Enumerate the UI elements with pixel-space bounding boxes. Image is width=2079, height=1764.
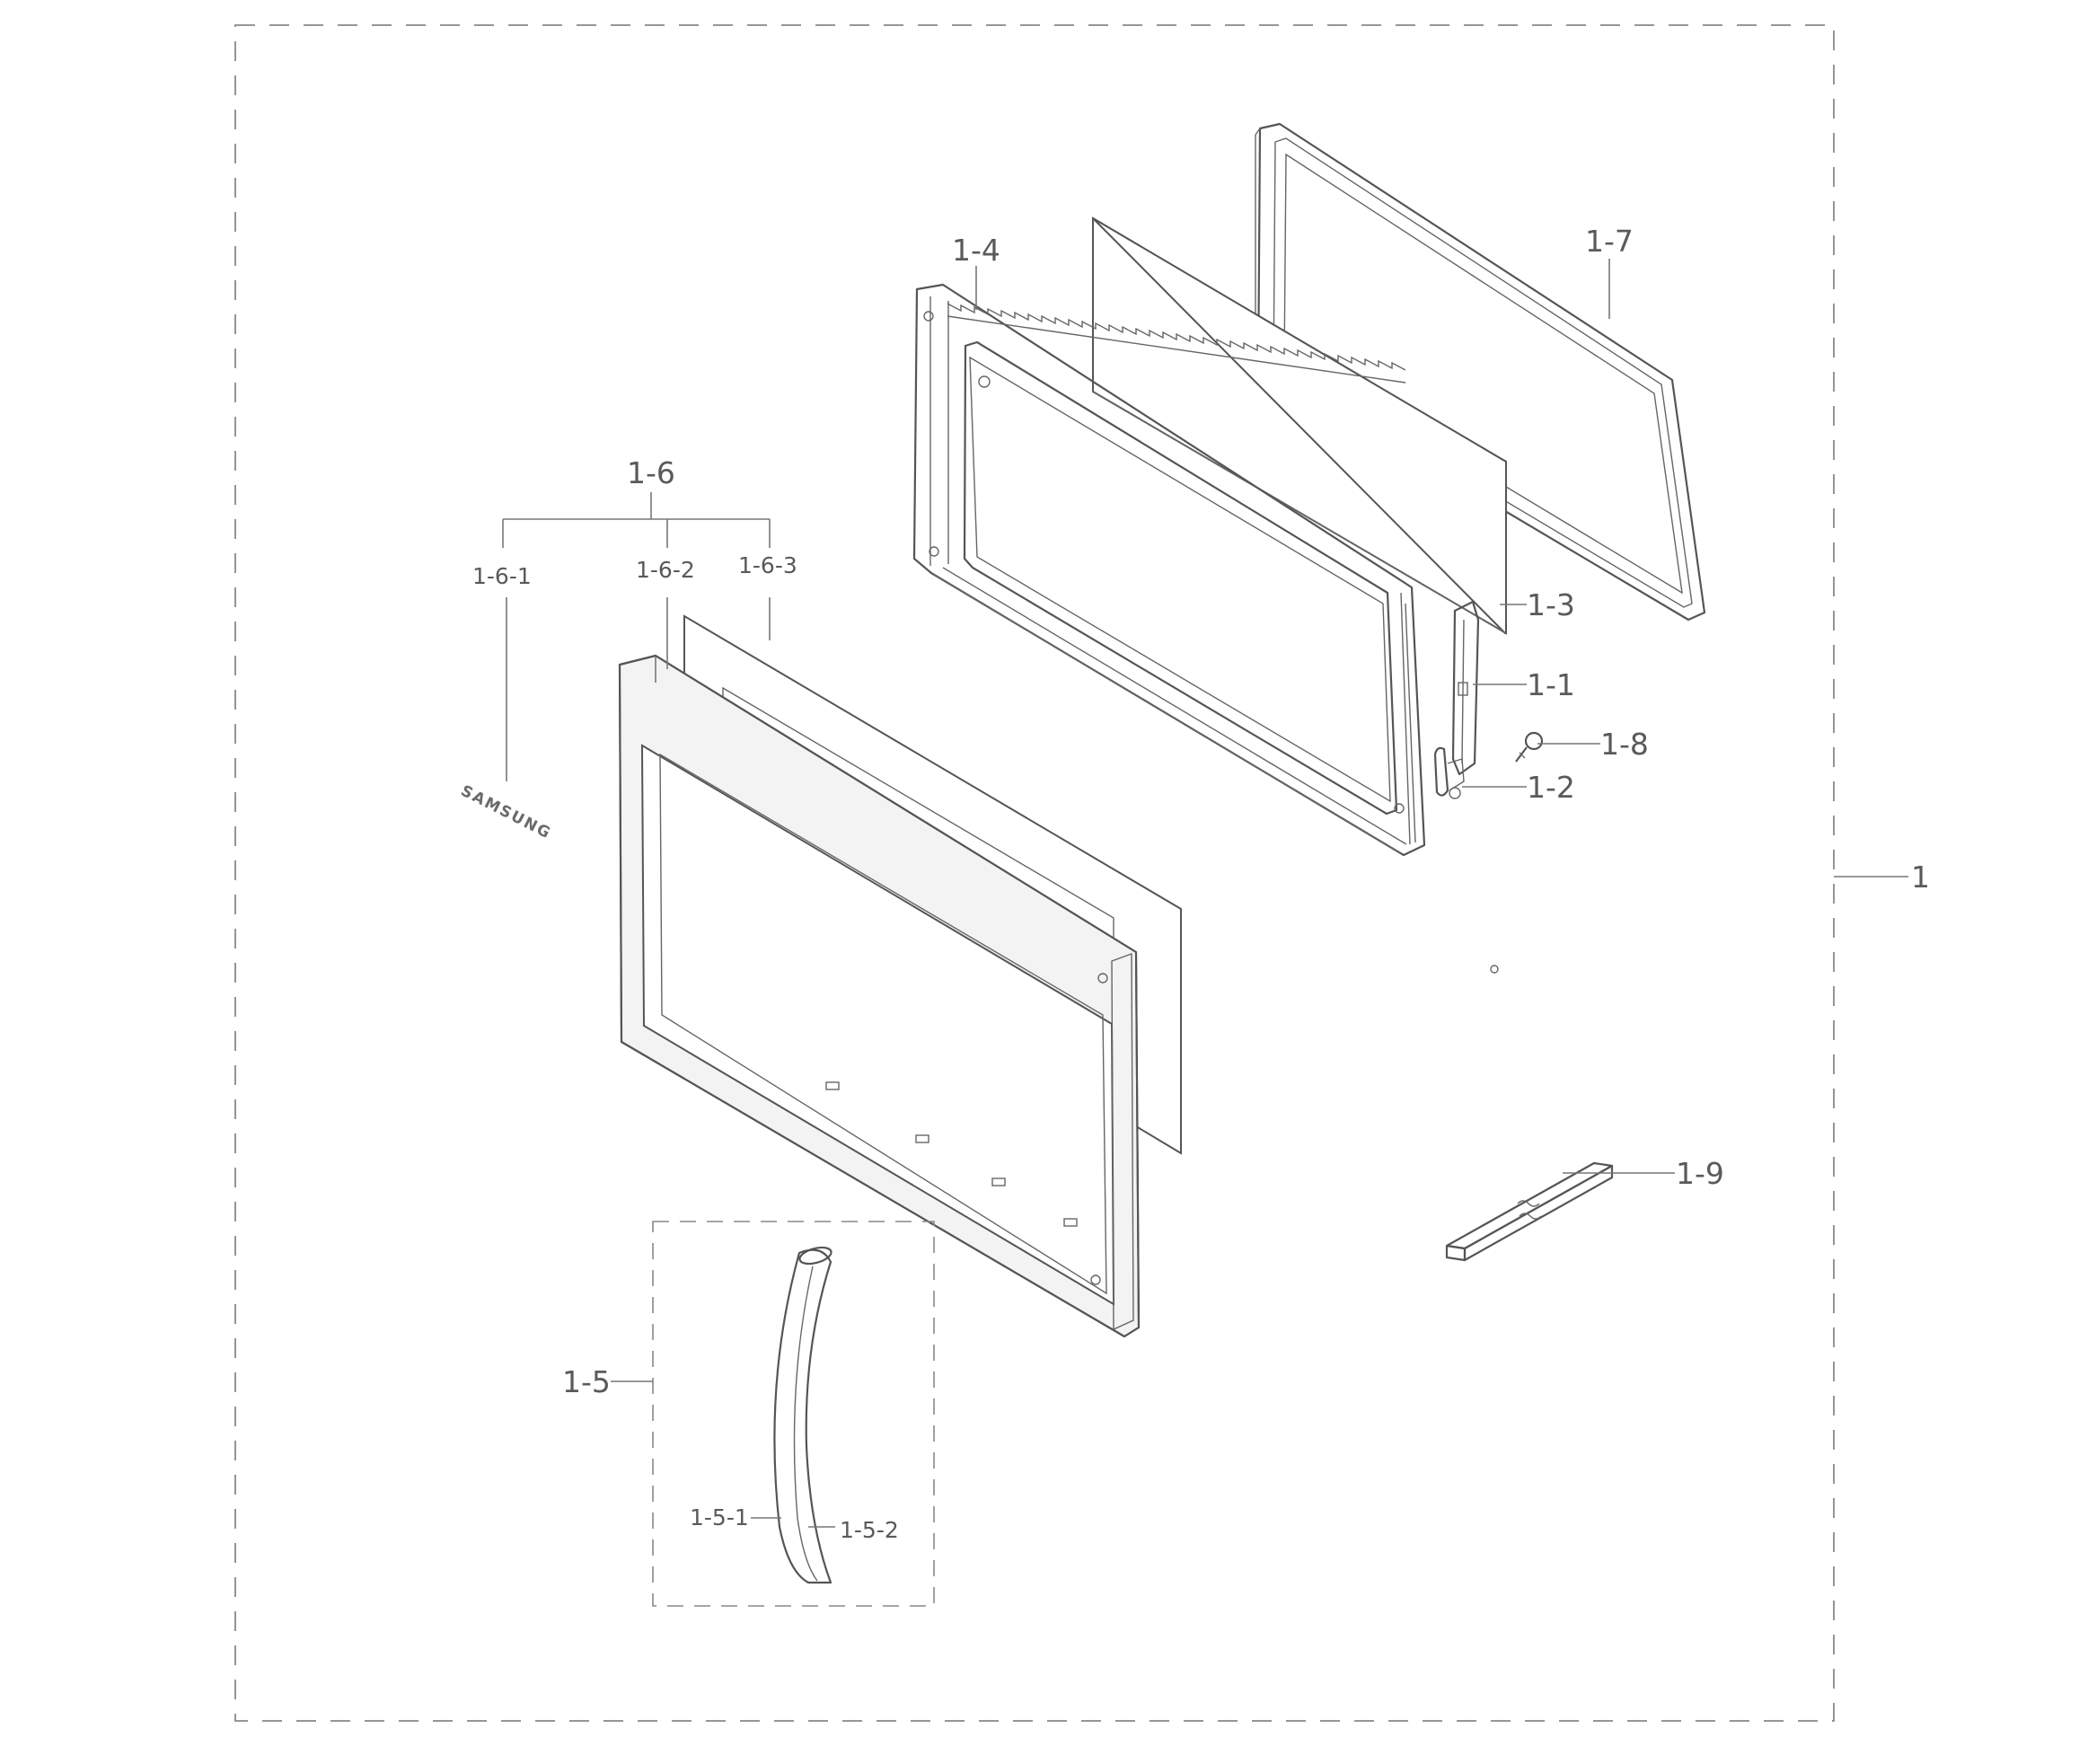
- part-1-3-glass-sheet: [1092, 216, 1507, 635]
- label-1-6-2: 1-6-2: [636, 557, 695, 583]
- brand-badge: SAMSUNG: [458, 782, 555, 843]
- part-1-2-lever: [1433, 746, 1465, 799]
- label-1-9: 1-9: [1676, 1156, 1724, 1191]
- label-1-6-1: 1-6-1: [472, 563, 532, 589]
- label-1-3: 1-3: [1527, 587, 1575, 622]
- label-1-2: 1-2: [1527, 770, 1575, 805]
- label-1-1: 1-1: [1527, 667, 1575, 702]
- label-1-5-1: 1-5-1: [690, 1504, 749, 1530]
- part-1-9-strip: [1445, 1161, 1614, 1262]
- label-1-4: 1-4: [952, 233, 1000, 268]
- small-fastener-dot: [1490, 965, 1499, 974]
- label-assembly-1: 1: [1911, 860, 1930, 895]
- label-1-8: 1-8: [1600, 727, 1649, 762]
- part-1-5-handle: [773, 1246, 832, 1584]
- label-1-5-2: 1-5-2: [840, 1517, 899, 1543]
- leader-lines: [502, 259, 1908, 1528]
- handle-sub-boundary: [652, 1221, 935, 1607]
- part-1-6-2-outer-panel: [618, 654, 1141, 1338]
- label-1-7: 1-7: [1585, 224, 1634, 259]
- assembly-boundary: [234, 24, 1835, 1722]
- label-1-6-3: 1-6-3: [738, 552, 797, 578]
- part-1-4-door-frame: [912, 283, 1426, 857]
- label-1-5: 1-5: [562, 1364, 611, 1399]
- label-1-6: 1-6: [627, 455, 675, 490]
- part-1-8-screw: [1515, 731, 1544, 763]
- part-1-1-latch: [1451, 600, 1480, 776]
